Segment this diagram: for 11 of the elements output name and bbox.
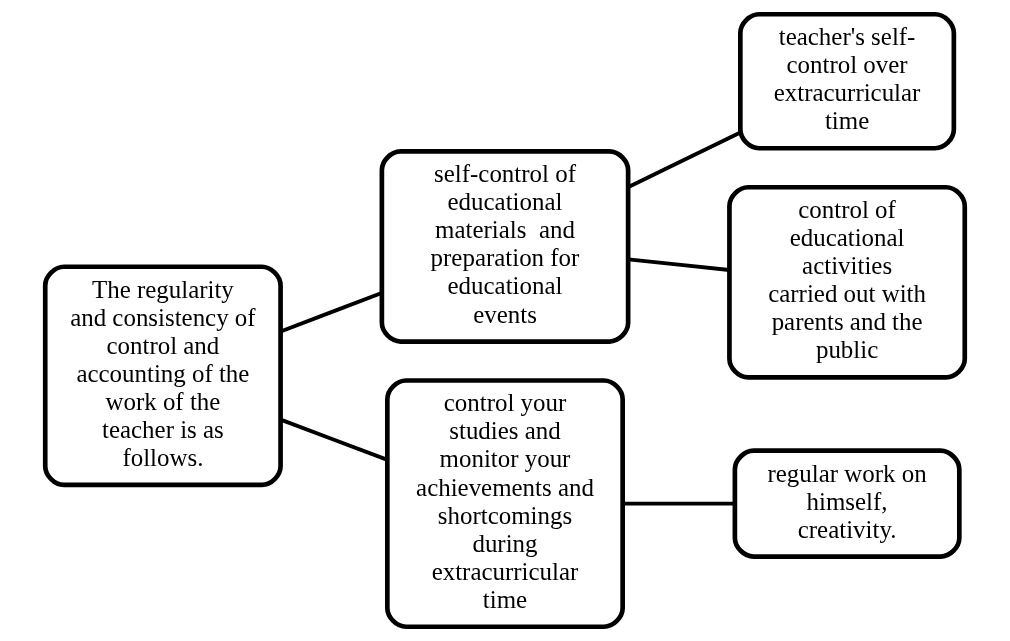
node-box: teacher's self-control over extracurricular time xyxy=(738,11,957,151)
connector xyxy=(627,131,741,189)
connector xyxy=(279,291,383,334)
node-box: self-control of educational materials and preparation for educational events xyxy=(379,149,631,344)
node-box: control of educational activities carried out with parents and the public xyxy=(727,184,968,380)
node-box: The regularity and consistency of control and accounting of the work of the teacher is as follows. xyxy=(42,264,283,488)
connector xyxy=(279,417,388,462)
connector xyxy=(622,501,735,506)
connector xyxy=(628,257,730,272)
node-box: regular work on himself, creativity. xyxy=(732,448,962,559)
node-box: control your studies and monitor your achievements and shortcomings during extracurricular time xyxy=(385,378,625,630)
